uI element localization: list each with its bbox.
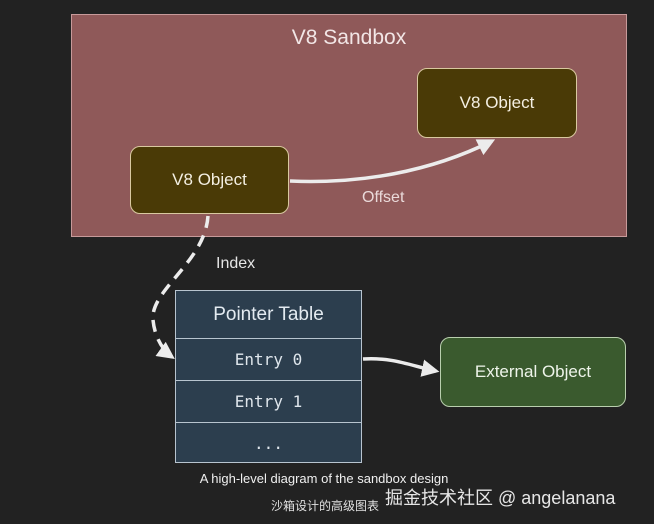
sandbox-title: V8 Sandbox bbox=[291, 26, 407, 49]
pointer-table-ellipsis: ... bbox=[176, 422, 361, 463]
diagram-caption: A high-level diagram of the sandbox desi… bbox=[199, 471, 449, 486]
index-label: Index bbox=[216, 255, 256, 272]
pointer-table-title: Pointer Table bbox=[213, 303, 324, 325]
entry-to-external-arrow bbox=[362, 356, 440, 377]
watermark: 掘金技术社区 @ angelanana bbox=[385, 488, 616, 508]
diagram-caption-chinese: 沙箱设计的高级图表 bbox=[270, 499, 379, 513]
pointer-table-entry-1: Entry 1 bbox=[176, 380, 361, 422]
pointer-table: Pointer Table Entry 0 Entry 1 ... bbox=[175, 290, 362, 463]
pointer-table-entry-0: Entry 0 bbox=[176, 338, 361, 380]
v8-object-target: V8 Object bbox=[417, 68, 577, 138]
v8-object-source: V8 Object bbox=[130, 146, 289, 214]
offset-label: Offset bbox=[362, 189, 405, 206]
external-object: External Object bbox=[440, 337, 626, 407]
